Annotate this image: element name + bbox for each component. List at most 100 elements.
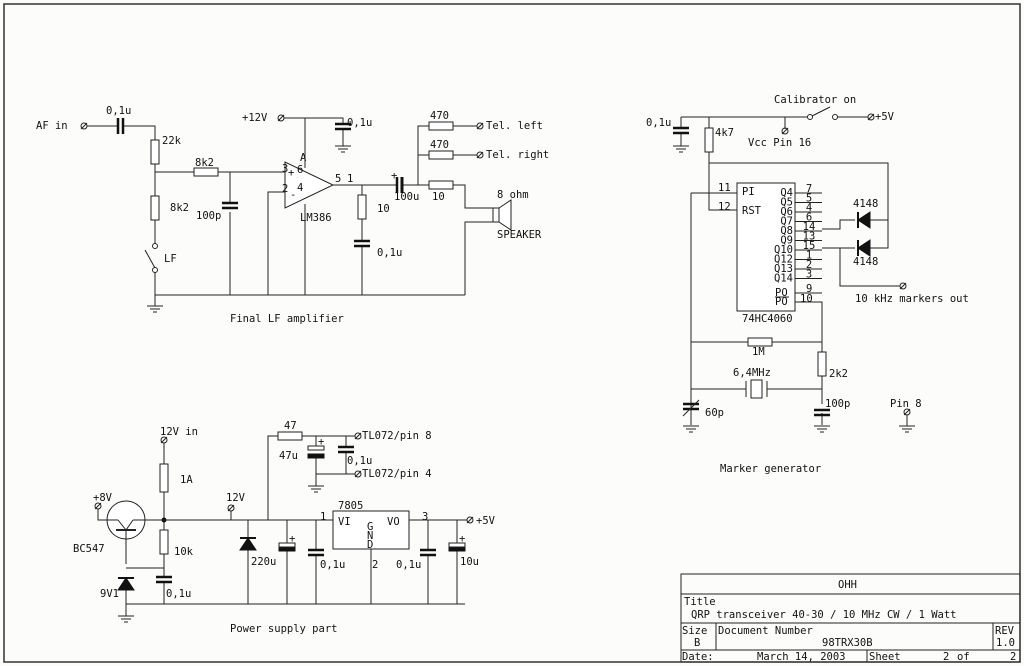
ic-output-name: Q6 (780, 206, 793, 218)
speaker-label: SPEAKER (497, 229, 542, 241)
sheet-label: Sheet (869, 651, 901, 663)
c-60p-label: 60p (705, 407, 724, 419)
r-22k-label: 22k (162, 135, 182, 147)
tel-left-terminal[interactable] (476, 122, 484, 130)
ground-icon (813, 425, 831, 433)
r-8k2-top-label: 8k2 (195, 157, 214, 169)
r-out-label: 10 (432, 191, 445, 203)
ground-icon (682, 425, 700, 433)
pin-2: 2 (282, 183, 288, 195)
fuse-1a (159, 463, 169, 493)
diode-4148-bottom (857, 239, 871, 257)
pin-1: 1 (347, 173, 353, 185)
ground-icon (334, 145, 352, 153)
sheet-border (3, 3, 1021, 663)
c-0u1-a-label: 0,1u (166, 588, 191, 600)
r-1m-label: 1M (752, 346, 765, 358)
lf-amplifier-section: AF in 0,1u 22k 8k2 8k2 LF 100p +- 3 2 6 … (36, 105, 549, 325)
svg-text:+: + (459, 533, 465, 545)
title-label: Title (684, 596, 716, 608)
plus8v-label: +8V (93, 492, 113, 504)
sheet-total: 2 (1010, 651, 1016, 663)
diode-4148-top (857, 211, 871, 229)
ic-output-pin-number: 15 (803, 240, 816, 252)
reg-pin3: 3 (422, 511, 428, 523)
marker-caption: Marker generator (720, 463, 821, 475)
tl072-pin4-terminal[interactable] (354, 470, 362, 478)
pin-11: 11 (718, 182, 731, 194)
ic-output-pin-number: 6 (806, 212, 812, 224)
resistor-47 (277, 431, 303, 441)
power-supply-section: 12V in 1A +8V BC547 10k 9V1 0,1u 12V 220… (73, 420, 496, 635)
zener-label: 9V1 (100, 588, 119, 600)
c-100p-marker-label: 100p (825, 398, 850, 410)
reg-vi-label: VI (338, 516, 351, 528)
resistor-10k (159, 529, 169, 555)
pin-pi: PI (742, 186, 755, 198)
power-caption: Power supply part (230, 623, 337, 635)
tl072-pin8-label: TL072/pin 8 (362, 430, 432, 442)
resistor-8k2-series (193, 167, 219, 177)
marker-out-terminal[interactable] (899, 282, 907, 290)
ic-output-name: Q13 (774, 263, 793, 275)
resistor-10-shunt (357, 194, 367, 220)
ic-output-name: Q8 (780, 225, 793, 237)
pin-6: 6 (297, 164, 303, 176)
document-title: QRP transceiver 40-30 / 10 MHz CW / 1 Wa… (691, 609, 957, 621)
ic-output-name: Q4 (780, 187, 793, 199)
ic-name-label: 74HC4060 (742, 313, 793, 325)
r-8k2-side-label: 8k2 (170, 202, 189, 214)
tel-left-label: Tel. left (486, 120, 543, 132)
svg-text:+: + (391, 170, 397, 182)
ic-output-name: Q7 (780, 216, 793, 228)
lf-switch[interactable] (144, 249, 156, 269)
c-out-label: 100u (394, 191, 419, 203)
size-value: B (694, 637, 700, 649)
c-0u1-d-label: 0,1u (396, 559, 421, 571)
regulator-7805 (332, 510, 410, 550)
tl072-pin4-label: TL072/pin 4 (362, 468, 432, 480)
r-tel-right-label: 470 (430, 139, 449, 151)
node-12v-label: 12V (226, 492, 246, 504)
speaker-imp-label: 8 ohm (497, 189, 529, 201)
c-47u-label: 47u (279, 450, 298, 462)
svg-text:+: + (288, 167, 294, 179)
marker-out-label: 10 kHz markers out (855, 293, 969, 305)
pin-5: 5 (335, 173, 341, 185)
r-4k7-label: 4k7 (715, 127, 734, 139)
resistor-22k (150, 139, 160, 165)
resistor-1m (747, 337, 773, 347)
tl072-pin8-terminal[interactable] (354, 432, 362, 440)
resistor-8k2-shunt (150, 195, 160, 221)
supply-5v-terminal (867, 113, 875, 121)
svg-text:+: + (318, 436, 324, 448)
r-2k2-label: 2k2 (829, 368, 848, 380)
power-in-label: 12V in (160, 426, 198, 438)
diode-2-label: 4148 (853, 256, 878, 268)
transistor-label: BC547 (73, 543, 105, 555)
r-10-shunt-label: 10 (377, 203, 390, 215)
resistor-470-right (428, 150, 454, 160)
company-name: OHH (838, 579, 857, 591)
supply-12v-label: +12V (242, 112, 268, 124)
pin-po: PO (775, 287, 788, 299)
ground-icon (146, 305, 164, 313)
title-block: OHH Title QRP transceiver 40-30 / 10 MHz… (680, 573, 1021, 663)
c-220u-label: 220u (251, 556, 276, 568)
af-in-terminal[interactable] (80, 122, 88, 130)
reg-pin1: 1 (320, 511, 326, 523)
c-0u1-shunt-label: 0,1u (377, 247, 402, 259)
c-100p-label: 100p (196, 210, 221, 222)
reg-pin2: 2 (372, 559, 378, 571)
calibrator-switch[interactable] (811, 106, 831, 117)
svg-text:-: - (290, 189, 296, 201)
out-5v-terminal[interactable] (466, 516, 474, 524)
tel-right-terminal[interactable] (476, 151, 484, 159)
reg-gnd-label: G (367, 521, 373, 533)
r-47-label: 47 (284, 420, 297, 432)
pin-12: 12 (718, 201, 731, 213)
lm386-label: LM386 (300, 212, 332, 224)
diode-1-label: 4148 (853, 198, 878, 210)
sheet-num: 2 (943, 651, 949, 663)
